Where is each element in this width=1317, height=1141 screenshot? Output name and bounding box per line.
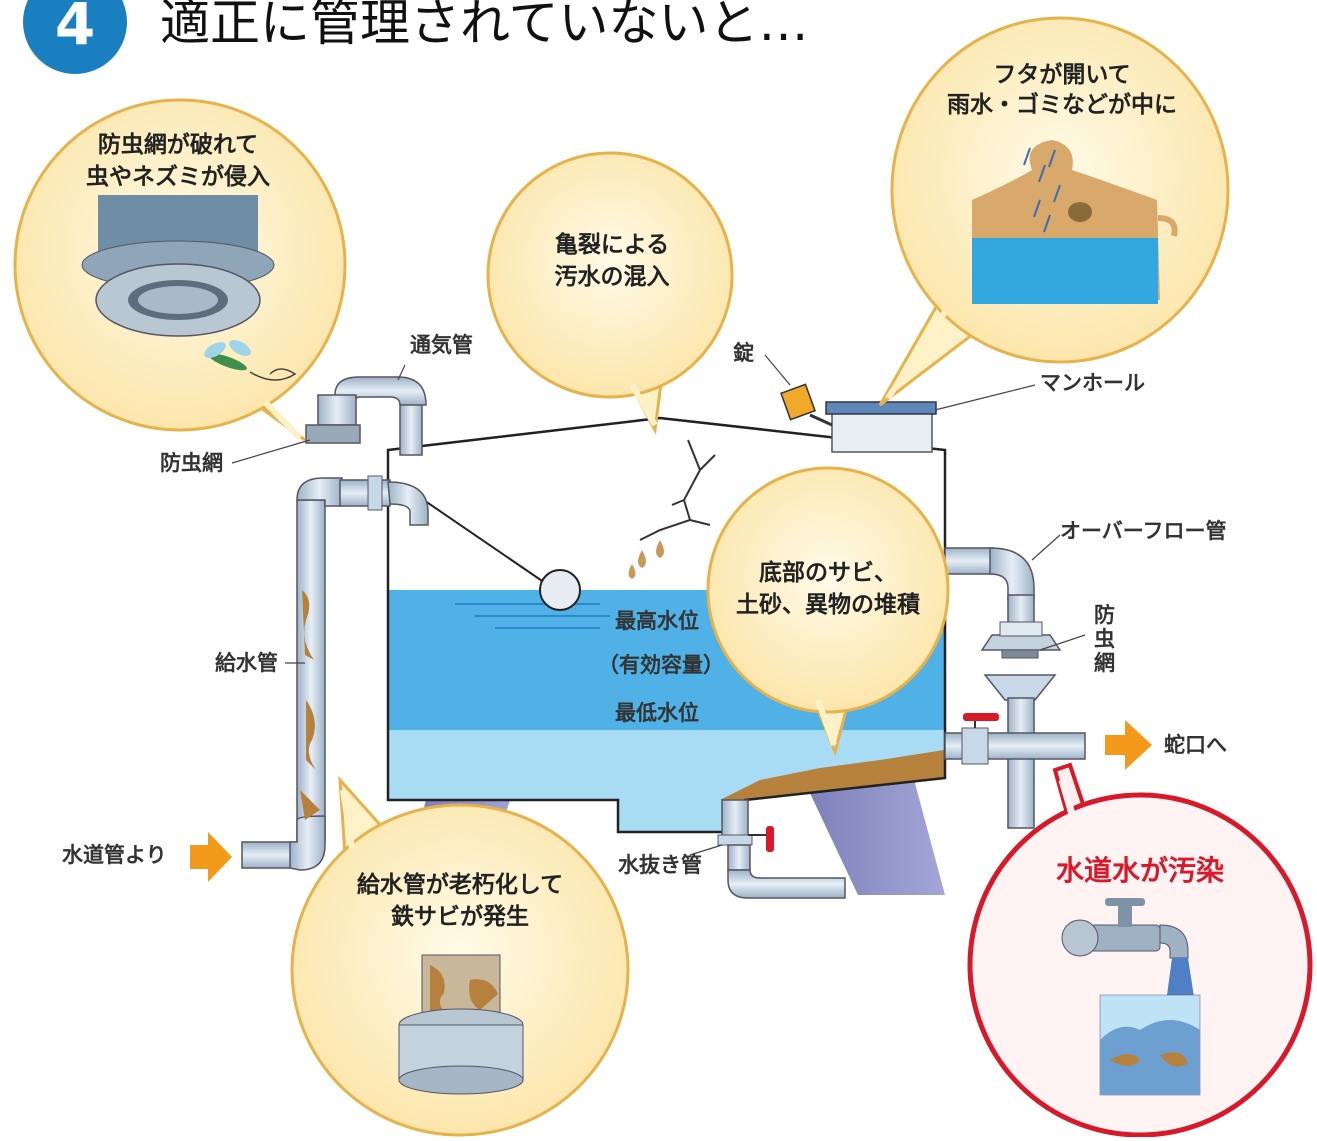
drain-pipe <box>717 799 846 899</box>
outlet-pipe <box>944 713 1086 765</box>
bubble-crack-line1: 亀裂による <box>555 232 669 258</box>
sediment <box>720 750 944 800</box>
bubble-insect-net: 防虫網が破れて 虫やネズミが侵入 <box>13 98 347 442</box>
component-labels: 通気管 防虫網 錠 マンホール オーバーフロー管 防 虫 網 給水管 水道管より… <box>62 333 1227 877</box>
rust-patch <box>302 590 314 660</box>
rain-icon <box>1023 147 1061 233</box>
supply-pipe <box>241 475 429 871</box>
contamination-callout: 水道水が汚染 <box>967 762 1313 1138</box>
header: 4 適正に管理されていないと… <box>23 0 809 74</box>
outlet-arrow <box>1105 720 1152 770</box>
vent-pipe-label: 通気管 <box>410 333 473 357</box>
bubble-crack-line2: 汚水の混入 <box>555 264 670 290</box>
lock-icon <box>780 383 833 427</box>
bubble-rust: 給水管が老朽化して 鉄サビが発生 <box>290 775 630 1137</box>
page-title: 適正に管理されていないと… <box>160 0 809 52</box>
bubble-lid: フタが開いて 雨水・ゴミなどが中に <box>878 16 1230 407</box>
bubble-sediment-line2: 土砂、異物の堆積 <box>736 591 921 618</box>
bubble-sediment: 底部のサビ、 土砂、異物の堆積 <box>706 466 950 757</box>
bubble-rust-line2: 鉄サビが発生 <box>391 903 529 930</box>
step-badge <box>23 0 127 74</box>
manhole-label: マンホール <box>1040 371 1145 395</box>
tank-crack <box>639 439 716 541</box>
bubble-lid-line1: フタが開いて <box>993 61 1130 88</box>
float-valve <box>411 491 581 611</box>
vent-pipe <box>305 376 427 456</box>
drain-pipe-label: 水抜き管 <box>618 853 702 877</box>
max-level-label: 最高水位 <box>615 609 699 633</box>
to-faucet-label: 蛇口へ <box>1164 733 1227 757</box>
bubble-crack: 亀裂による 汚水の混入 <box>486 151 734 435</box>
dragonfly-icon <box>204 340 297 381</box>
insect-net-label: 防虫網 <box>160 451 223 475</box>
overflow-pipe <box>944 547 1062 829</box>
bubble-sediment-line1: 底部のサビ、 <box>759 559 897 586</box>
bubble-lid-line2: 雨水・ゴミなどが中に <box>947 91 1177 118</box>
insect-net-vertical-1: 防 <box>1094 603 1115 627</box>
step-number: 4 <box>55 0 95 58</box>
bubble-insect-net-line1: 防虫網が破れて <box>98 131 258 158</box>
effective-capacity-label: （有効容量） <box>598 653 724 677</box>
insect-net-vertical-3: 網 <box>1094 651 1115 675</box>
rust-patch <box>306 700 316 770</box>
manhole <box>825 401 937 453</box>
faucet-icon <box>1061 898 1189 959</box>
bubble-insect-net-line2: 虫やネズミが侵入 <box>86 163 270 190</box>
min-level-label: 最低水位 <box>615 701 699 725</box>
water-low <box>389 730 944 831</box>
contaminated-title: 水道水が汚染 <box>1056 854 1224 887</box>
rust-patch <box>300 790 320 820</box>
insect-net-vertical-2: 虫 <box>1094 627 1115 651</box>
inlet-arrow <box>190 832 232 882</box>
dripping-water <box>628 540 664 579</box>
bubble-rust-line1: 給水管が老朽化して <box>357 871 563 898</box>
overflow-pipe-label: オーバーフロー管 <box>1060 519 1227 543</box>
lock-label: 錠 <box>733 341 754 365</box>
from-water-main-label: 水道管より <box>62 843 167 867</box>
supply-pipe-label: 給水管 <box>215 651 278 675</box>
